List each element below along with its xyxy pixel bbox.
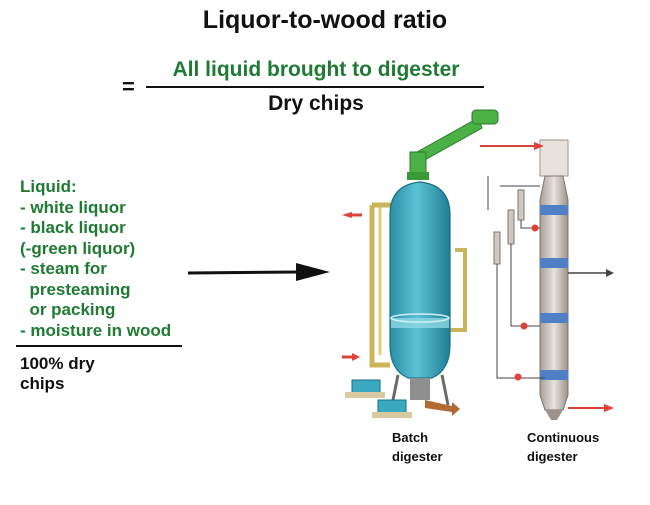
liquid-item: presteaming — [20, 279, 131, 299]
continuous-inlet-arrow — [534, 142, 544, 150]
fraction-bar — [146, 86, 484, 88]
batch-digester-label: Batch digester — [392, 430, 443, 464]
liquid-item: (-green liquor) — [20, 238, 136, 258]
fraction-denominator: Dry chips — [268, 92, 364, 115]
batch-digester-graphic — [342, 109, 499, 418]
equals-sign: = — [122, 74, 135, 99]
dry-chips-label: 100% dry chips — [20, 354, 95, 393]
continuous-outlet-arrow — [604, 404, 614, 412]
fraction-numerator: All liquid brought to digester — [172, 58, 460, 81]
list-divider-rule — [16, 345, 182, 347]
chip-feed-pipe — [407, 109, 499, 180]
batch-outlet-arrow — [342, 212, 352, 218]
continuous-digester-label: Continuous digester — [527, 430, 600, 464]
diagram-title: Liquor-to-wood ratio — [202, 6, 448, 34]
liquid-heading: Liquid: — [20, 177, 77, 196]
liquid-list: Liquid: - white liquor - black liquor (-… — [20, 177, 171, 341]
liquid-item: - black liquor — [20, 218, 126, 237]
batch-inlet-arrow — [352, 353, 360, 361]
liquid-item: - moisture in wood — [20, 320, 172, 340]
batch-vessel — [389, 181, 451, 379]
liquid-item: - steam for — [20, 259, 107, 278]
continuous-digester-graphic — [480, 139, 614, 420]
liquid-item: or packing — [20, 300, 116, 319]
liquid-item: - white liquor — [20, 197, 126, 217]
pointer-arrow — [187, 263, 330, 281]
